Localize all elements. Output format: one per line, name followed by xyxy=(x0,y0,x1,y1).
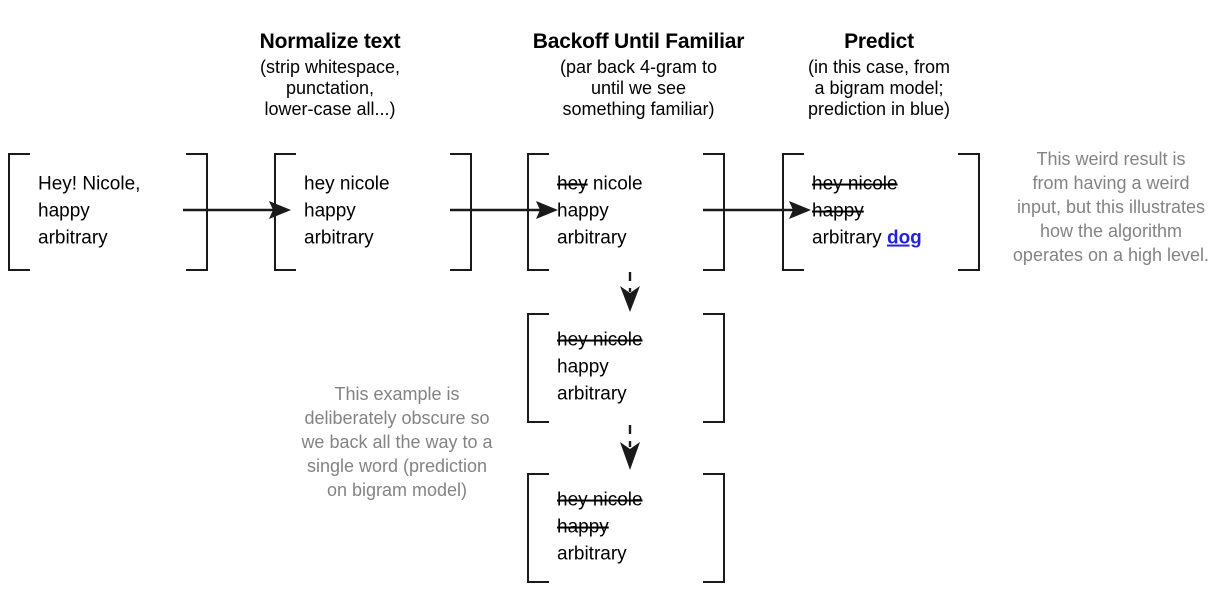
right-arrow-icon-2 xyxy=(450,198,558,222)
box-backoff-4gram-text: hey nicole happy arbitrary xyxy=(557,172,699,253)
box-backoff-4gram-line-1-struck: hey xyxy=(557,173,588,195)
down-dashed-arrow-icon-2 xyxy=(618,425,642,470)
heading-normalize-text: Normalize text (strip whitespace, puncta… xyxy=(150,30,510,120)
box-backoff-3gram-line-2: arbitrary xyxy=(557,381,699,408)
box-normalized: hey nicole happy arbitrary xyxy=(274,153,472,271)
box-raw-input-line-2-plain: arbitrary xyxy=(38,227,108,249)
box-backoff-2gram: hey nicole happy arbitrary xyxy=(527,473,725,583)
box-backoff-4gram-line-1: hey nicole happy xyxy=(557,172,699,226)
bracket-left xyxy=(8,153,30,271)
box-backoff-4gram-line-2-plain: arbitrary xyxy=(557,227,627,249)
box-raw-input-line-1: Hey! Nicole, happy xyxy=(38,172,182,226)
box-predicted-line-1-struck: hey nicole happy xyxy=(812,173,898,222)
box-normalized-line-1-plain: hey nicole happy xyxy=(304,173,390,222)
box-predicted-text: hey nicole happy arbitrary dog xyxy=(812,172,954,253)
box-raw-input-text: Hey! Nicole, happy arbitrary xyxy=(38,172,182,253)
box-backoff-4gram-line-2: arbitrary xyxy=(557,225,699,252)
note-left: This example is deliberately obscure so … xyxy=(301,384,493,500)
heading-predict-title: Predict xyxy=(844,30,914,53)
heading-predict: Predict (in this case, from a bigram mod… xyxy=(776,30,982,120)
box-raw-input-line-1-plain: Hey! Nicole, happy xyxy=(38,173,141,222)
bracket-left xyxy=(527,473,549,583)
box-normalized-text: hey nicole happy arbitrary xyxy=(304,172,446,253)
box-predicted-line-2-plain: arbitrary xyxy=(812,227,887,249)
heading-predict-subtitle: (in this case, from a bigram model; pred… xyxy=(807,56,951,120)
box-normalized-line-1: hey nicole happy xyxy=(304,172,446,226)
bracket-right xyxy=(958,153,980,271)
box-backoff-2gram-line-2-plain: arbitrary xyxy=(557,543,627,565)
bracket-right xyxy=(186,153,208,271)
heading-backoff-until-familiar: Backoff Until Familiar (par back 4-gram … xyxy=(487,30,790,120)
box-predicted-line-2: arbitrary dog xyxy=(812,225,954,252)
bracket-right xyxy=(450,153,472,271)
bracket-right xyxy=(703,153,725,271)
bracket-left xyxy=(527,153,549,271)
box-raw-input-line-2: arbitrary xyxy=(38,225,182,252)
heading-backoff-until-familiar-title: Backoff Until Familiar xyxy=(532,30,745,53)
box-backoff-4gram-line-1-plain: nicole happy xyxy=(557,173,643,222)
box-backoff-4gram: hey nicole happy arbitrary xyxy=(527,153,725,271)
bracket-right xyxy=(703,473,725,583)
box-backoff-2gram-line-1: hey nicole happy xyxy=(557,488,699,542)
box-backoff-3gram-text: hey nicole happy arbitrary xyxy=(557,328,699,409)
box-backoff-3gram: hey nicole happy arbitrary xyxy=(527,313,725,423)
down-dashed-arrow-icon-1 xyxy=(618,272,642,312)
box-normalized-line-2-plain: arbitrary xyxy=(304,227,374,249)
box-backoff-2gram-line-2: arbitrary xyxy=(557,541,699,568)
box-backoff-3gram-line-1-plain: happy xyxy=(557,356,609,378)
bracket-left xyxy=(274,153,296,271)
box-backoff-2gram-line-1-struck: hey nicole happy xyxy=(557,489,643,538)
bracket-right xyxy=(703,313,725,423)
box-backoff-3gram-line-1: hey nicole happy xyxy=(557,328,699,382)
box-predicted: hey nicole happy arbitrary dog xyxy=(782,153,980,271)
box-normalized-line-2: arbitrary xyxy=(304,225,446,252)
box-raw-input: Hey! Nicole, happy arbitrary xyxy=(8,153,208,271)
box-backoff-3gram-line-1-struck: hey nicole xyxy=(557,329,643,351)
right-arrow-icon-3 xyxy=(703,198,811,222)
heading-backoff-until-familiar-subtitle: (par back 4-gram to until we see somethi… xyxy=(559,56,718,120)
box-predicted-line-1: hey nicole happy xyxy=(812,172,954,226)
bracket-left xyxy=(782,153,804,271)
box-backoff-3gram-line-2-plain: arbitrary xyxy=(557,383,627,405)
heading-normalize-text-subtitle: (strip whitespace, punctation, lower-cas… xyxy=(259,56,401,120)
bracket-left xyxy=(527,313,549,423)
box-backoff-2gram-text: hey nicole happy arbitrary xyxy=(557,488,699,569)
prediction-word[interactable]: dog xyxy=(886,227,922,249)
note-right: This weird result is from having a weird… xyxy=(1012,149,1210,265)
heading-normalize-text-title: Normalize text xyxy=(259,30,401,53)
